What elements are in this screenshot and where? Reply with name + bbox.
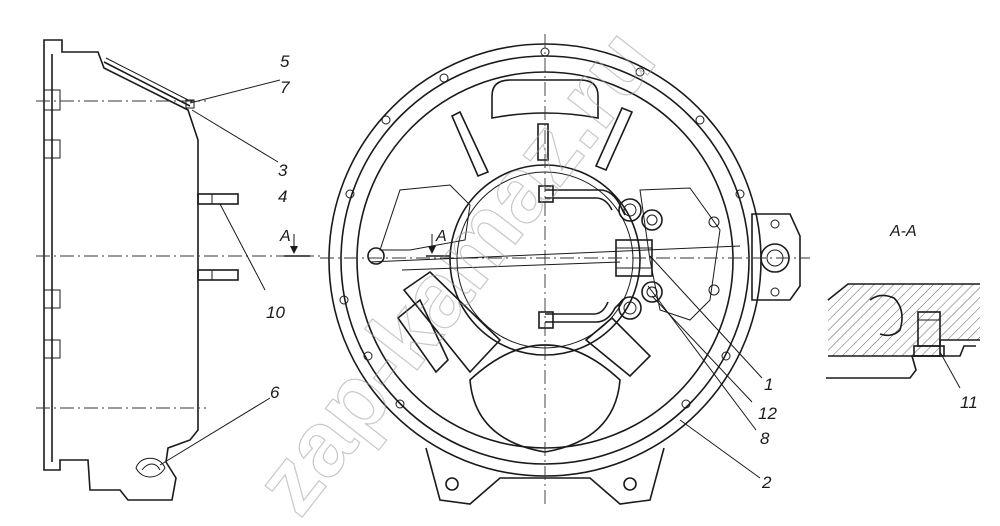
section-mark-right: A bbox=[435, 228, 447, 245]
callout-8: 8 bbox=[760, 429, 770, 448]
callout-6: 6 bbox=[270, 383, 280, 402]
section-title: A-A bbox=[889, 223, 917, 240]
watermark: zap-kamaz.ru bbox=[235, 10, 674, 526]
callout-7: 7 bbox=[280, 78, 290, 97]
front-view bbox=[284, 34, 810, 508]
section-view-a-a bbox=[826, 283, 980, 389]
side-view bbox=[36, 39, 320, 501]
stud-lower bbox=[197, 269, 239, 281]
callout-4: 4 bbox=[278, 187, 287, 206]
callout-12: 12 bbox=[758, 404, 777, 423]
callout-1: 1 bbox=[764, 375, 773, 394]
callout-2: 2 bbox=[761, 473, 772, 492]
callout-11: 11 bbox=[960, 393, 978, 412]
callout-5: 5 bbox=[280, 52, 290, 71]
section-mark-left: A bbox=[279, 228, 291, 245]
callout-3: 3 bbox=[278, 161, 288, 180]
stud-upper bbox=[197, 193, 239, 205]
callout-10: 10 bbox=[266, 303, 285, 322]
